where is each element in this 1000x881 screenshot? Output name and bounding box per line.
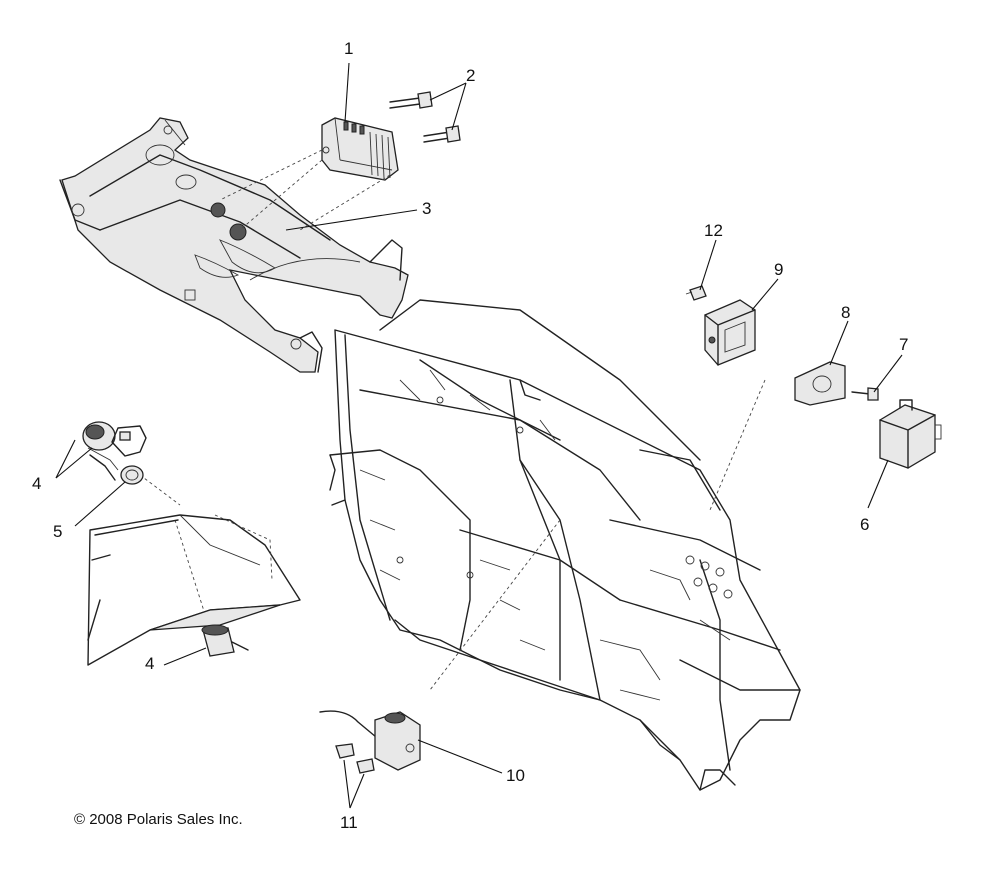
callout-11: 11 xyxy=(340,813,358,832)
callout-8: 8 xyxy=(841,303,850,322)
starter-relay xyxy=(319,710,421,771)
callout-4-upper: 4 xyxy=(32,474,41,493)
callout-10: 10 xyxy=(506,766,525,785)
callout-5: 5 xyxy=(53,522,62,541)
relay-bolts xyxy=(335,743,375,774)
callout-2: 2 xyxy=(466,66,475,85)
callout-labels: 1 2 3 4 5 4 6 7 8 9 10 11 12 xyxy=(32,39,908,832)
bolts xyxy=(389,91,461,143)
front-fender-panel xyxy=(87,514,301,666)
callout-9: 9 xyxy=(774,260,783,279)
voltage-regulator xyxy=(321,117,399,181)
screw xyxy=(851,387,879,401)
callout-7: 7 xyxy=(899,335,908,354)
callout-6: 6 xyxy=(860,515,869,534)
gasket-plate xyxy=(794,361,846,406)
copyright-notice: © 2008 Polaris Sales Inc. xyxy=(74,811,243,828)
lower-switch xyxy=(201,624,249,657)
ignition-switch xyxy=(82,421,147,471)
callout-1: 1 xyxy=(344,39,353,58)
chassis-frame xyxy=(329,299,801,791)
callout-12: 12 xyxy=(704,221,723,240)
control-module xyxy=(879,399,942,469)
leader-lines xyxy=(55,62,903,809)
connector-clip xyxy=(685,285,707,301)
switch-nut xyxy=(120,465,144,485)
callout-3: 3 xyxy=(422,199,431,218)
mounting-bracket xyxy=(704,299,756,366)
callout-4-lower: 4 xyxy=(145,654,154,673)
